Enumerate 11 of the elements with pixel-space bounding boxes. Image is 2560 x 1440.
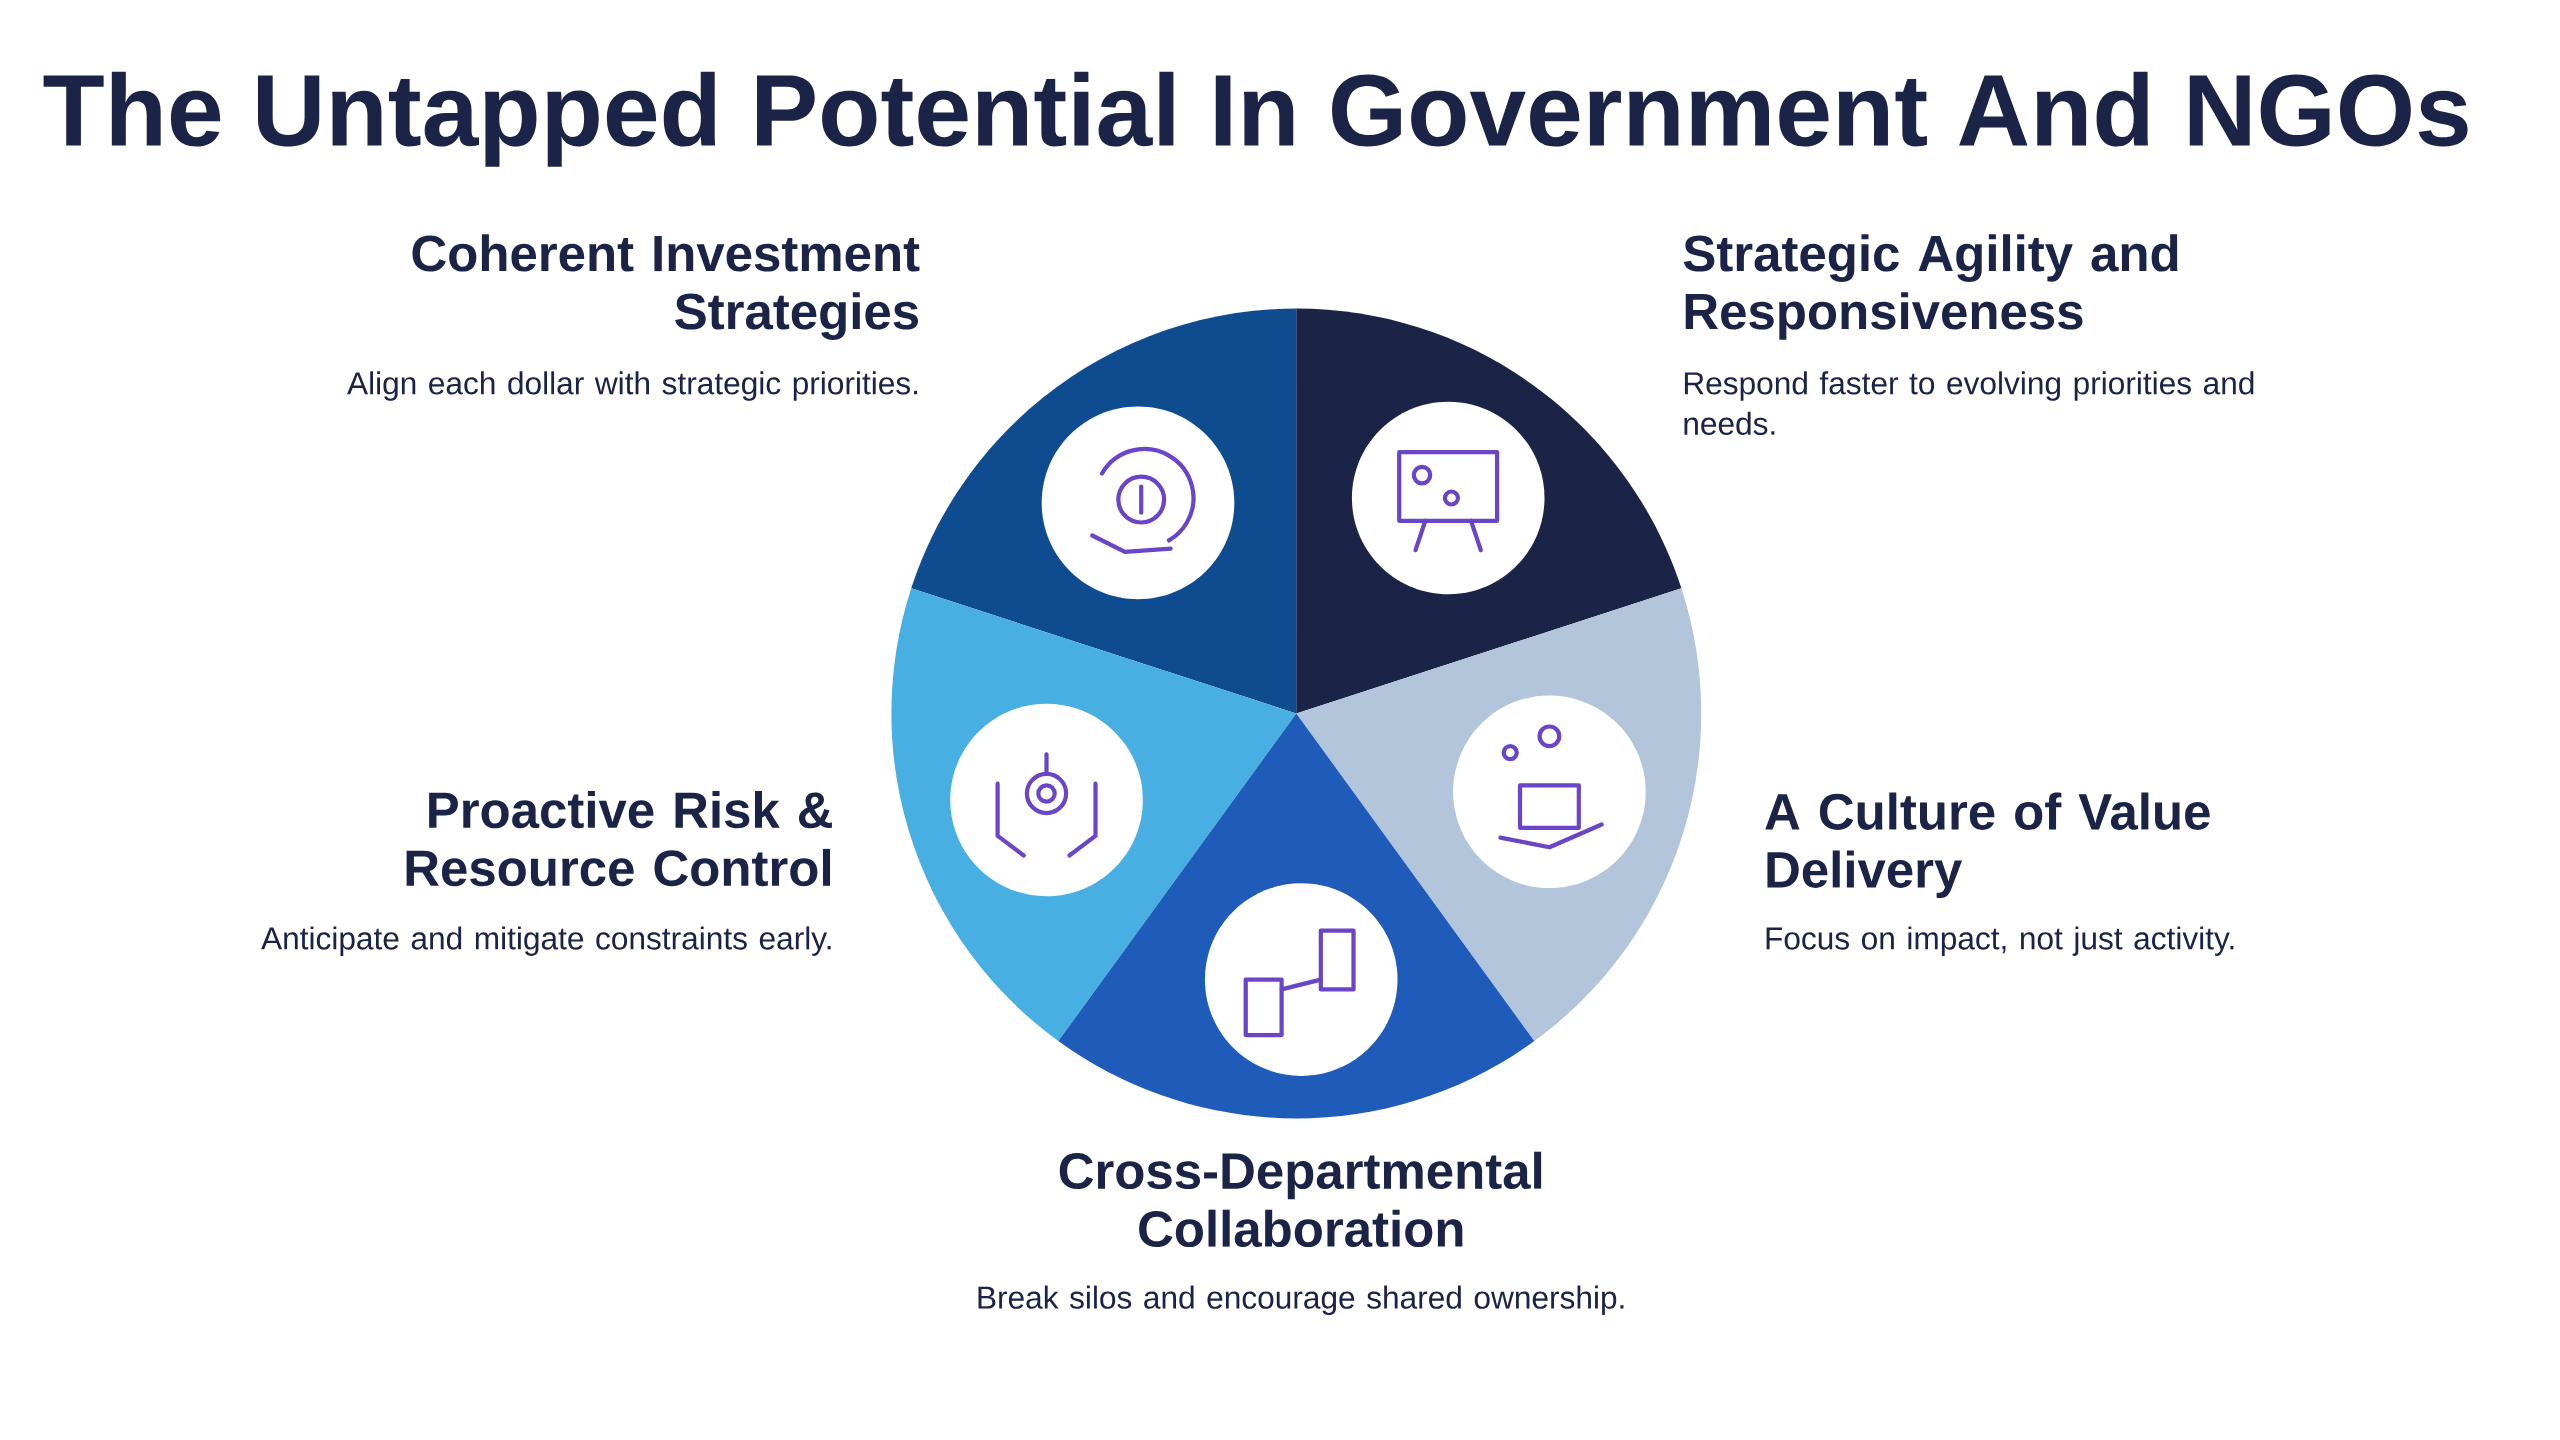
heading: Proactive Risk & Resource Control: [406, 790, 832, 887]
description: Align each dollar with strategic priorities.: [347, 371, 918, 401]
description: Anticipate and mitigate constraints early.: [261, 926, 831, 956]
description: Break silos and encourage shared ownership.: [978, 1285, 1624, 1316]
description: Respond faster to evolving priorities and needs.: [1684, 371, 2254, 435]
heading: Cross-Departmental Collaboration: [1059, 1151, 1542, 1248]
heading: Coherent Investment Strategies: [412, 234, 920, 340]
description: Focus on impact, not just activity.: [1766, 926, 2234, 956]
title: The Untapped Potential In Government And NGOs: [43, 71, 2468, 167]
heading: A Culture of Value Delivery: [1765, 792, 2210, 898]
heading: Strategic Agility and Responsiveness: [1683, 234, 2178, 340]
